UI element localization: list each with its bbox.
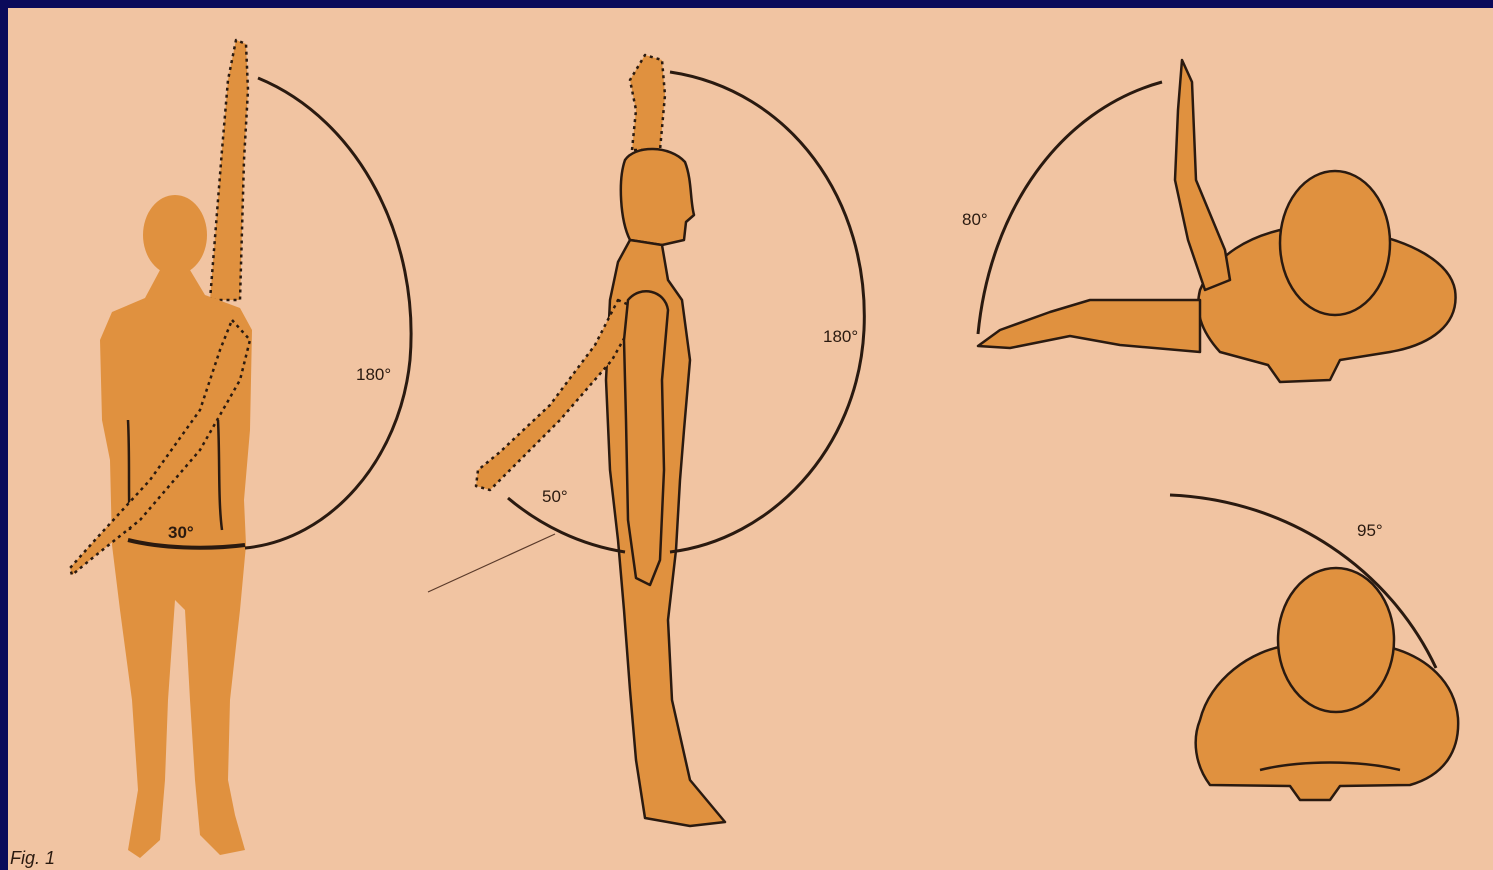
top1-angle-label: 80° <box>962 210 988 229</box>
front-extension-angle-label: 30° <box>168 523 194 542</box>
top1-head <box>1280 171 1390 315</box>
figure-caption: Fig. 1 <box>10 848 55 868</box>
diagram-canvas: 180° 30° 180° 50° 8 <box>8 8 1493 870</box>
top2-angle-label: 95° <box>1357 521 1383 540</box>
top2-head <box>1278 568 1394 712</box>
front-raise-angle-label: 180° <box>356 365 391 384</box>
side-head <box>621 149 694 245</box>
side-raise-angle-label: 180° <box>823 327 858 346</box>
side-hanging-arm <box>624 291 668 585</box>
side-extension-angle-label: 50° <box>542 487 568 506</box>
front-head <box>143 195 207 275</box>
